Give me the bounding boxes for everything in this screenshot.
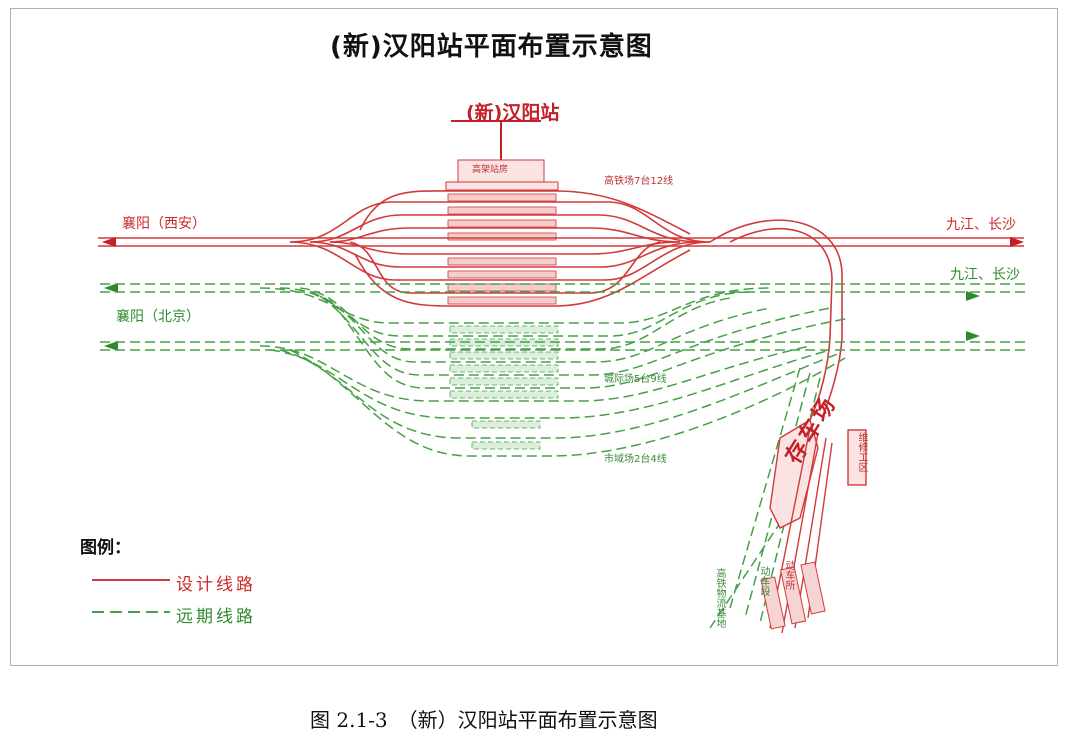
city-track	[279, 349, 841, 439]
depot-building	[800, 561, 826, 615]
station-track	[289, 201, 711, 243]
station-track	[329, 227, 681, 243]
loop-track	[729, 227, 833, 421]
ic-platform	[449, 390, 559, 399]
depot-track	[709, 507, 791, 629]
ic-track	[319, 295, 831, 376]
depot-track	[729, 367, 801, 609]
direction-east-upper: 九江、长沙	[946, 217, 1016, 233]
hs-platform	[447, 193, 557, 202]
station-track	[309, 241, 701, 268]
city-platform	[471, 441, 541, 450]
ic-track	[259, 287, 771, 324]
hs-platform	[447, 206, 557, 215]
east-arrow-red	[1010, 237, 1024, 247]
outer-track	[359, 190, 691, 235]
hs-platform	[447, 270, 557, 279]
station-track	[329, 241, 681, 255]
station-building	[457, 159, 545, 185]
station-track	[289, 241, 711, 281]
maintenance-building	[847, 429, 867, 486]
rotated-label-logistics: 高铁物流基地	[714, 568, 725, 628]
legend-title: 图例：	[80, 538, 131, 558]
city-track	[289, 349, 846, 457]
hs-platform	[447, 296, 557, 305]
ic-track	[329, 299, 851, 389]
depot-buildings	[760, 561, 826, 630]
east-arrow-green	[966, 331, 980, 341]
station-track	[349, 241, 661, 294]
hs-platform	[447, 219, 557, 228]
maintenance-label: 维修工区	[856, 432, 867, 472]
future-platforms	[449, 325, 559, 450]
diagram-frame	[10, 8, 1058, 666]
diagram-title: (新)汉阳站平面布置示意图	[330, 32, 653, 62]
east-arrow-green	[966, 291, 980, 301]
station-concourse	[445, 181, 559, 191]
legend-design-label: 设计线路	[176, 575, 256, 595]
ic-platform	[449, 351, 559, 360]
yard-label-high-speed: 高铁场7台12线	[604, 176, 674, 187]
rotated-label-emu: 动车所	[783, 560, 794, 590]
hs-platform	[447, 232, 557, 241]
ic-track	[309, 291, 771, 363]
hs-platform	[447, 257, 557, 266]
station-building-label: 高架站房	[472, 165, 509, 175]
ic-track	[299, 287, 731, 350]
west-arrow-green	[104, 283, 118, 293]
hs-platform	[447, 283, 557, 292]
station-track	[309, 214, 701, 243]
ic-platform	[449, 325, 559, 334]
city-platform	[471, 420, 541, 429]
storage-yard	[769, 418, 867, 634]
ic-track	[259, 345, 811, 402]
west-arrow-green	[104, 341, 118, 351]
figure-caption: 图 2.1-3 （新）汉阳站平面布置示意图	[310, 708, 658, 732]
city-track	[269, 349, 831, 419]
future-tracks	[100, 283, 1028, 629]
ic-platform	[449, 364, 559, 373]
ic-platform	[449, 377, 559, 386]
rotated-label-depot: 动车段	[758, 566, 769, 596]
direction-west-lower: 襄阳（北京）	[116, 309, 200, 325]
west-arrow-red	[102, 237, 116, 247]
high-speed-platforms	[447, 193, 557, 305]
direction-arrows	[102, 237, 1024, 351]
loop-track	[709, 219, 843, 419]
direction-east-lower: 九江、长沙	[950, 267, 1020, 283]
track-layout-diagram	[92, 120, 1028, 634]
yard-label-intercity: 城际场5台9线	[604, 374, 667, 385]
legend-future-label: 远期线路	[176, 607, 256, 627]
high-speed-tracks	[98, 190, 1024, 421]
direction-west-upper: 襄阳（西安）	[122, 216, 206, 232]
station-name: (新)汉阳站	[466, 102, 560, 124]
outer-track	[354, 249, 691, 307]
depot-building	[779, 566, 807, 625]
depot-building	[760, 576, 786, 630]
yard-label-city: 市域场2台4线	[604, 454, 667, 465]
